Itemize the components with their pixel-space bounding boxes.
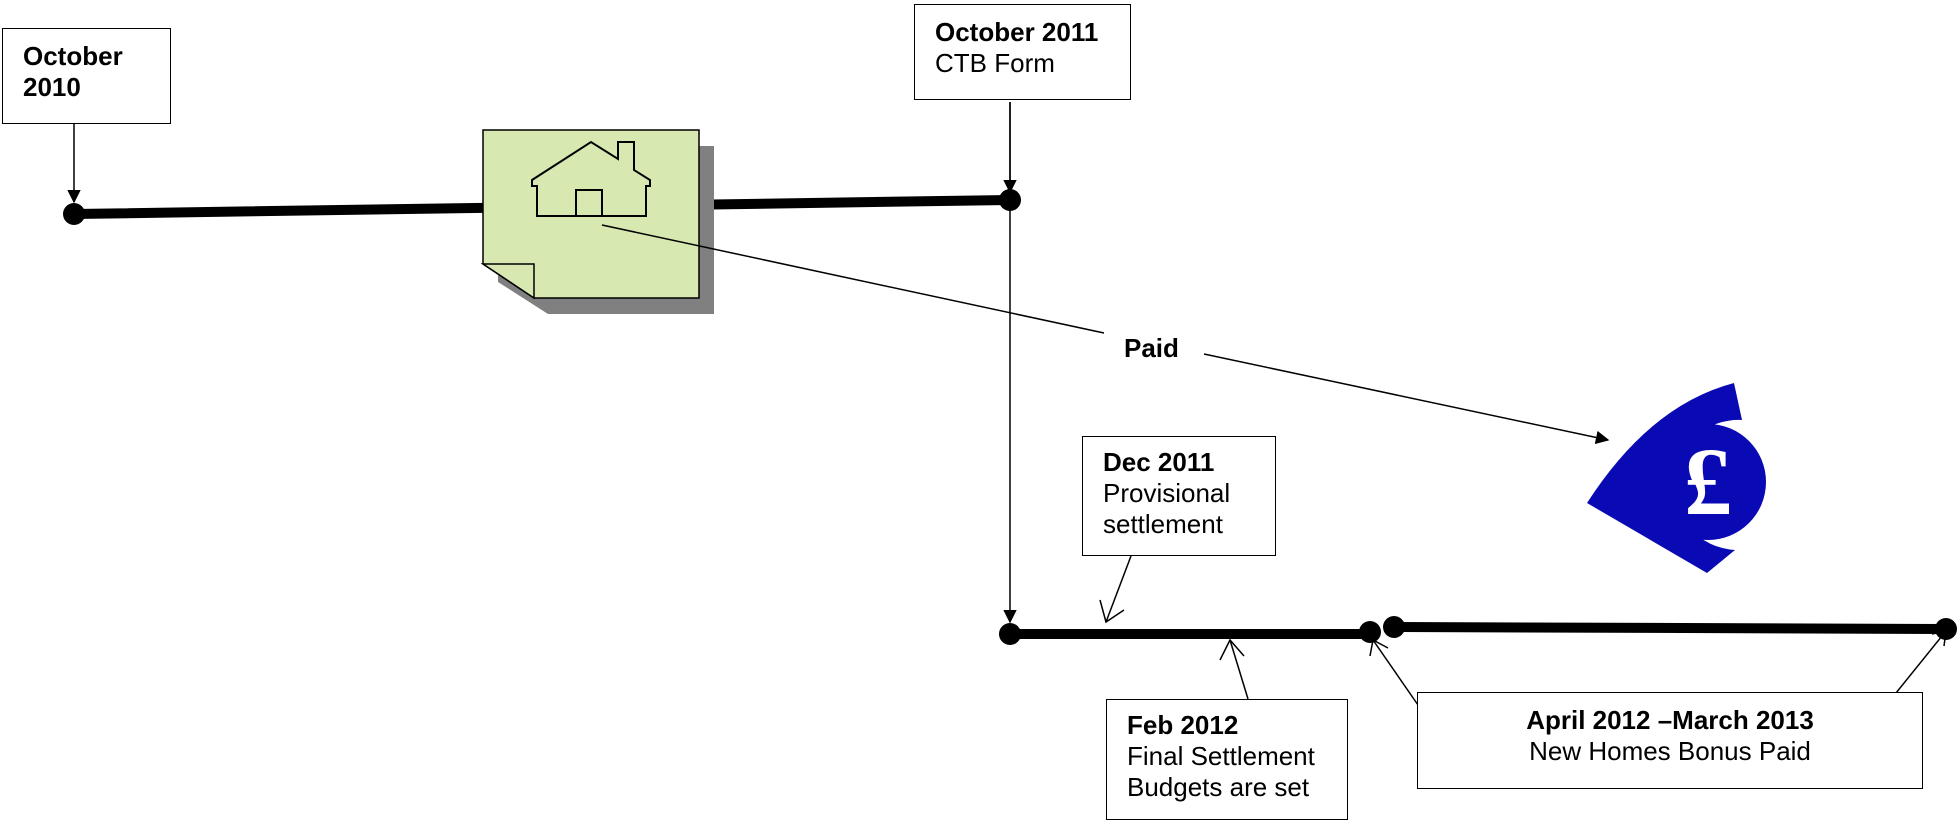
event-box-oct2011: October 2011 CTB Form — [914, 4, 1131, 100]
event-title: October 2011 — [935, 17, 1099, 47]
event-text: New Homes Bonus Paid — [1529, 736, 1811, 766]
connector-feb2012 — [1219, 638, 1249, 700]
timeline-node-apr2012 — [1359, 621, 1381, 643]
timeline-lower-2 — [1389, 622, 1951, 634]
paid-arrow-left — [601, 224, 1105, 334]
event-text: Provisional settlement — [1103, 478, 1231, 539]
connector-apr2012-right — [1895, 630, 1947, 694]
event-title: April 2012 –March 2013 — [1526, 705, 1814, 735]
event-text-2: Budgets are set — [1127, 772, 1310, 802]
timeline-node-mar2013 — [1935, 618, 1957, 640]
timeline-node-dec2011 — [999, 623, 1021, 645]
svg-text:£: £ — [1684, 428, 1732, 535]
event-box-dec2011: Dec 2011 Provisional settlement — [1082, 436, 1276, 556]
pound-sign-icon: £ — [1587, 383, 1766, 573]
timeline-node-apr2012-start — [1383, 616, 1405, 638]
connector-dec2011 — [1099, 555, 1132, 624]
event-title: Dec 2011 — [1103, 447, 1215, 477]
event-title: Feb 2012 — [1127, 710, 1239, 740]
event-box-oct2010: October 2010 — [2, 28, 171, 124]
event-box-feb2012: Feb 2012 Final Settlement Budgets are se… — [1106, 699, 1348, 820]
event-box-apr2012: April 2012 –March 2013 New Homes Bonus P… — [1417, 692, 1923, 789]
paid-arrow-right — [1203, 353, 1610, 445]
connector-apr2012-left — [1369, 638, 1419, 706]
event-text: CTB Form — [935, 48, 1055, 78]
timeline-node-oct2010 — [63, 203, 85, 225]
event-text-1: Final Settlement — [1127, 741, 1315, 771]
paid-label: Paid — [1124, 333, 1179, 363]
event-title: October 2010 — [23, 41, 123, 102]
house-note-icon — [480, 129, 714, 314]
